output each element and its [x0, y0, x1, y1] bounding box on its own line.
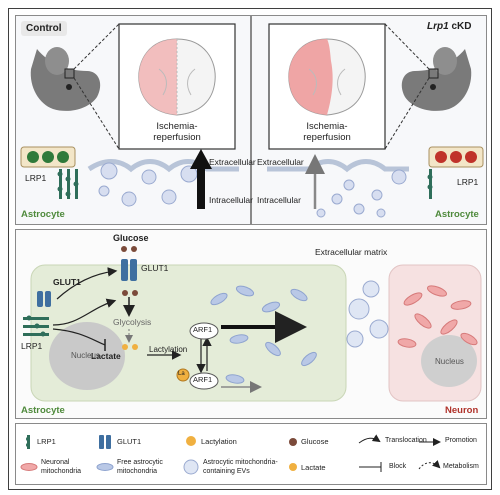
lactate-label: Lactate — [91, 351, 121, 361]
lrp1-receptors-left — [57, 169, 79, 199]
astrocyte-nucleus — [49, 322, 125, 390]
astrocytic-mitochondria — [210, 285, 317, 384]
legend-translocation: Translocation — [385, 437, 427, 444]
extracellular-label-right: Extracellular — [257, 157, 304, 167]
legend-lactate: Lactate — [301, 463, 326, 472]
neuronal-mitochondria — [397, 285, 478, 348]
panel-title-ckd: Lrp1 cKD — [427, 21, 472, 32]
traffic-light-right — [428, 146, 484, 168]
glucose-molecules — [121, 246, 138, 296]
arf1-top-bubble — [189, 322, 219, 340]
glut1-membrane-label: GLUT1 — [141, 263, 169, 273]
vesicles-left — [98, 162, 198, 207]
mouse-head-right — [401, 47, 472, 111]
panel-title-control: Control — [21, 21, 67, 36]
lrp1-receptor-right — [427, 169, 433, 199]
legend-icons — [20, 434, 441, 475]
astrocyte-label-left: Astrocyte — [21, 209, 65, 220]
zoom-box-right — [428, 68, 439, 79]
legend-metabolism: Metabolism — [443, 463, 479, 470]
lrp1-bottom-label: LRP1 — [21, 341, 43, 351]
brain-section-right — [288, 38, 366, 116]
legend-glucose: Glucose — [301, 437, 329, 446]
la-badge — [176, 368, 190, 382]
vesicles-right — [316, 169, 407, 218]
la-badge-label: La — [178, 371, 185, 377]
legend-block: Block — [389, 463, 407, 470]
arf1-bottom-label: ARF1 — [193, 375, 213, 384]
astrocyte-label-bottom: Astrocyte — [21, 405, 65, 416]
extracellular-matrix-label: Extracellular matrix — [315, 247, 388, 257]
figure-frame: Control Ischemia- reperfusion Extracellu… — [8, 8, 492, 490]
lrp1-label-right: LRP1 — [457, 177, 479, 187]
panel-legend — [15, 423, 487, 485]
legend-glut1: GLUT1 — [117, 437, 142, 446]
glucose-label: Glucose — [113, 233, 149, 243]
legend-free-mito: Free astrocytic mitochondria — [117, 459, 163, 475]
intracellular-label-right: Intracellular — [257, 195, 301, 205]
glut1-left-label: GLUT1 — [53, 277, 81, 287]
nucleus-right-label: Nucleus — [435, 357, 464, 366]
legend-neuronal-mito: Neuronal mitochondria — [41, 459, 82, 475]
diagram-graphics — [20, 23, 484, 475]
legend-ev-mito: Astrocytic mitochondria- containing EVs — [203, 459, 278, 475]
mouse-head-left — [30, 47, 101, 111]
neuron-label: Neuron — [445, 405, 479, 416]
brain-section-left — [138, 38, 216, 116]
inset-label-right: Ischemia- reperfusion — [303, 121, 351, 143]
arf1-top-label: ARF1 — [193, 325, 213, 334]
zoom-box-left — [64, 68, 75, 79]
lactate-molecules — [122, 344, 138, 350]
legend-lactylation: Lactylation — [201, 437, 237, 446]
legend-lrp1: LRP1 — [37, 437, 56, 446]
lactylation-label: Lactylation — [149, 345, 188, 354]
glut1-membrane-transporter — [121, 259, 137, 281]
arrow-up-strong — [190, 149, 212, 209]
intracellular-label-left: Intracellular — [209, 195, 253, 205]
lrp1-label-left: LRP1 — [25, 173, 47, 183]
lrp1-left-bottom — [23, 315, 49, 337]
astrocyte-label-right: Astrocyte — [435, 209, 479, 220]
legend-promotion: Promotion — [445, 437, 477, 444]
inset-label-left: Ischemia- reperfusion — [153, 121, 201, 143]
nucleus-left-label: Nucleus — [71, 351, 100, 360]
mito-containing-evs — [346, 280, 389, 348]
extracellular-label-left: Extracellular — [209, 157, 256, 167]
arf1-bottom-bubble — [189, 372, 219, 390]
neuron-nucleus — [421, 335, 477, 387]
membrane-left — [87, 159, 239, 173]
glut1-left — [37, 291, 51, 307]
traffic-light-left — [20, 146, 76, 168]
glycolysis-label: Glycolysis — [113, 317, 152, 327]
